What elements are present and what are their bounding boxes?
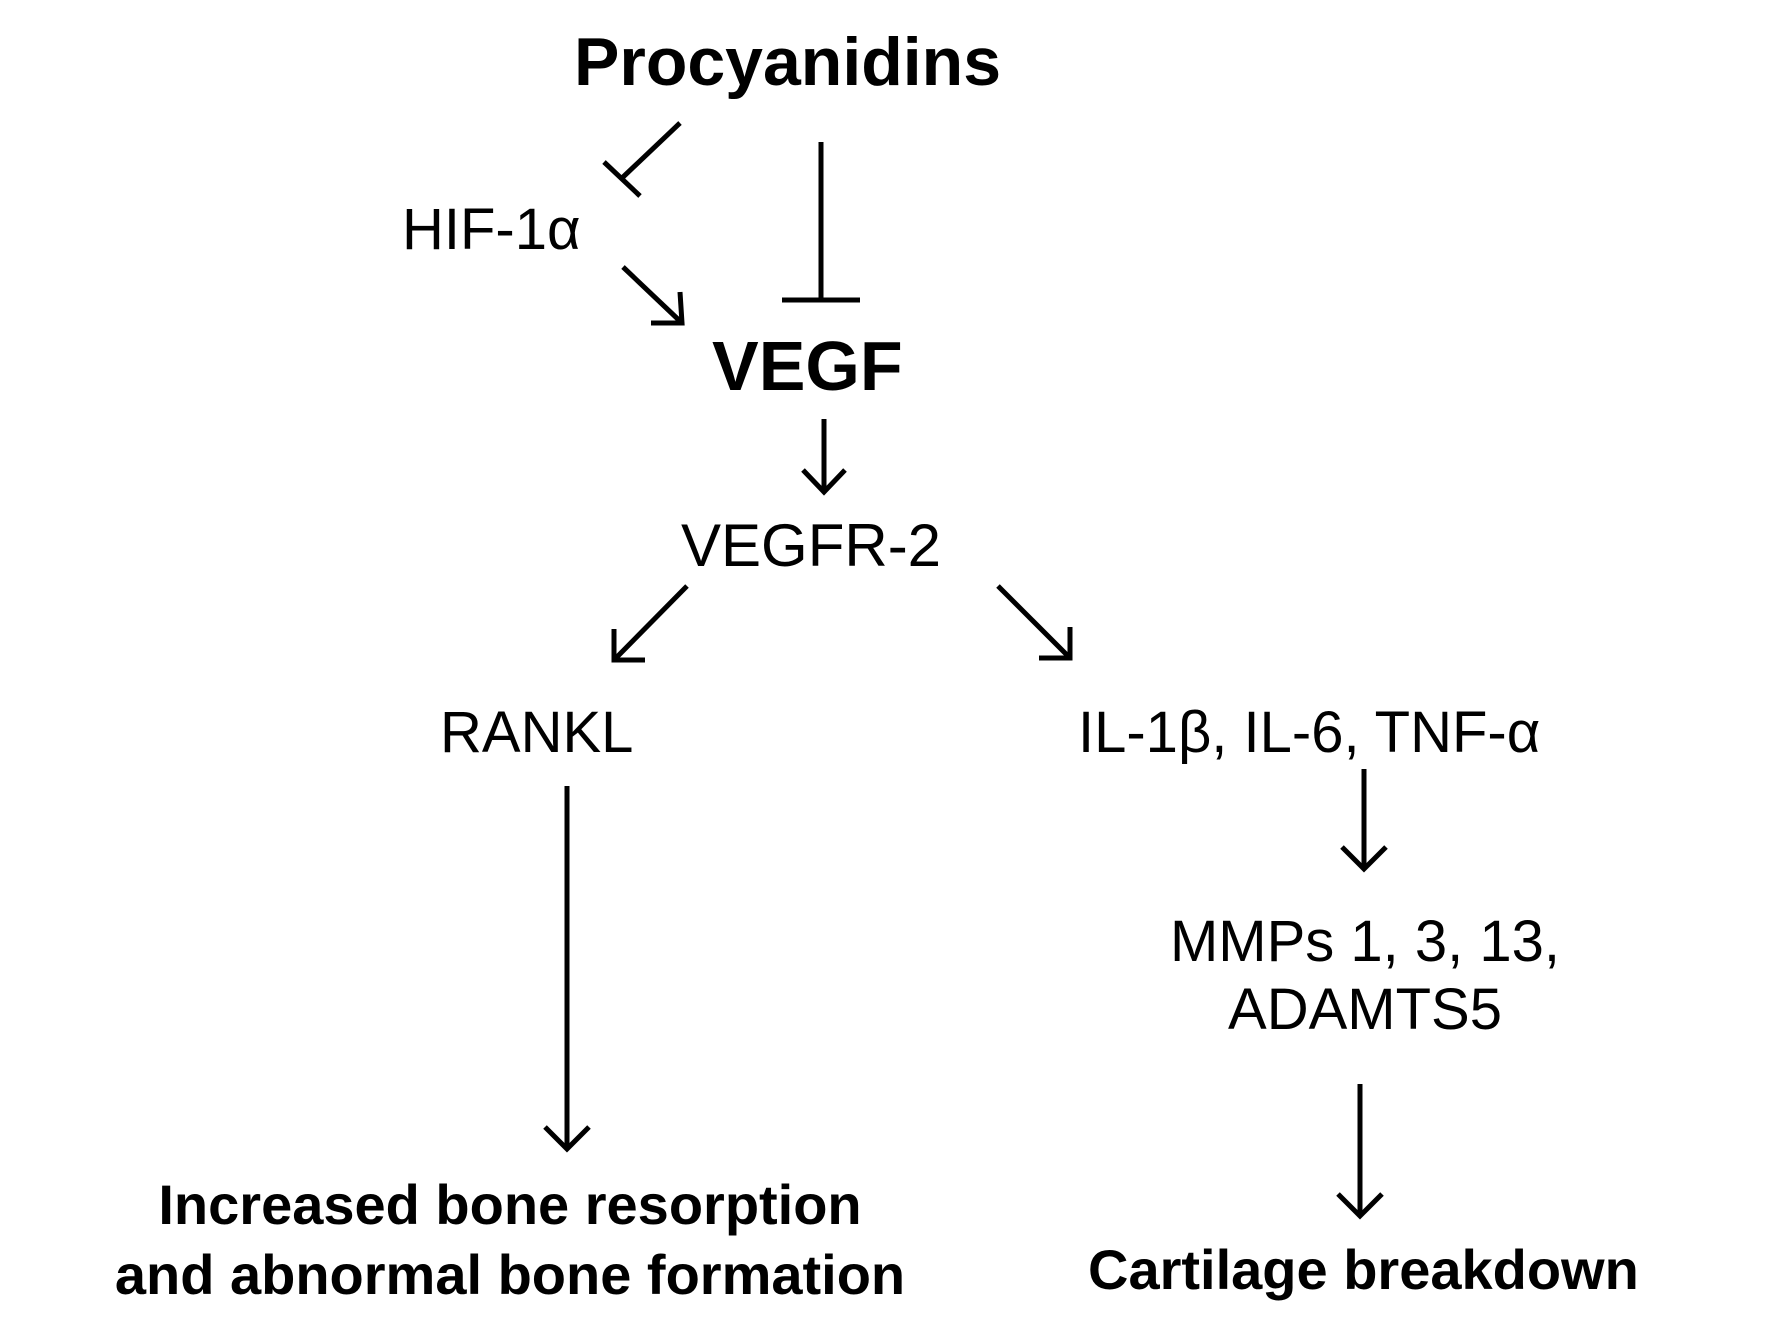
node-vegf: VEGF [712,327,903,405]
edge-rankl-activates-bone-outcome [543,786,591,1153]
edge-vegfr2-activates-rankl [611,584,689,663]
node-mmps: MMPs 1, 3, 13, ADAMTS5 [1070,908,1660,1045]
node-mmps-line1: MMPs 1, 3, 13, [1169,909,1561,974]
edge-procyanidins-inhibits-vegf [782,142,860,303]
node-bone-outcome-line2: and abnormal bone formation [114,1243,906,1306]
node-hif1a: HIF-1α [402,197,581,262]
edge-vegf-activates-vegfr2 [801,419,847,496]
edge-hif1a-activates-vegf [621,265,685,326]
edge-vegfr2-activates-cytokines [996,584,1073,661]
edge-mmps-activates-cartilage [1336,1084,1384,1220]
node-vegfr2: VEGFR-2 [681,512,942,579]
edge-procyanidins-inhibits-hif1a [602,121,682,198]
node-mmps-line2: ADAMTS5 [1228,977,1502,1043]
node-cytokines: IL-1β, IL-6, TNF-α [1078,700,1541,765]
node-cartilage: Cartilage breakdown [1088,1238,1639,1301]
node-procyanidins: Procyanidins [574,24,1002,100]
node-bone-outcome-line1: Increased bone resorption [158,1173,862,1236]
node-bone-outcome: Increased bone resorption and abnormal b… [10,1170,1010,1310]
edge-cytokines-activates-mmps [1340,769,1388,873]
node-rankl: RANKL [440,700,634,765]
